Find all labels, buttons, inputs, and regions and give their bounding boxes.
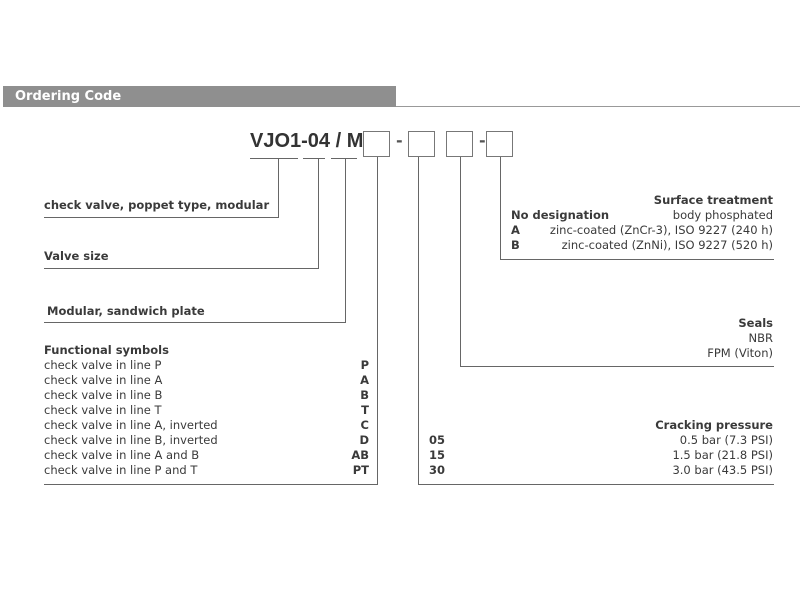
code-box-functional [363,131,390,157]
code-box-seals [446,131,473,157]
section-header: Ordering Code [3,86,396,107]
seals-title: Seals [738,316,773,330]
functional-code: AB [351,448,369,462]
modular-label: Modular, sandwich plate [47,304,205,318]
cracking-code: 05 [429,433,446,447]
surface-code: B [511,238,520,252]
surface-label: zinc-coated (ZnCr-3), ISO 9227 (240 h) [549,223,773,237]
header-rule [396,106,800,107]
order-code-prefix: VJO1-04 / M [250,130,364,152]
cracking-code: 30 [429,463,446,477]
functional-title: Functional symbols [44,343,169,357]
cracking-label: 1.5 bar (21.8 PSI) [672,448,773,462]
code-box-cracking [408,131,435,157]
code-dash: - [479,131,486,150]
seal-option: NBR [748,331,773,345]
code-dash: - [396,131,403,150]
functional-label: check valve in line P and T [44,463,198,477]
seal-option: FPM (Viton) [707,346,773,360]
functional-label: check valve in line T [44,403,162,417]
surface-label: body phosphated [672,208,773,222]
type-label: check valve, poppet type, modular [44,198,270,212]
surface-code: A [511,223,520,237]
code-box-surface [486,131,513,157]
functional-label: check valve in line A and B [44,448,200,462]
functional-code: B [360,388,369,402]
functional-code: A [360,373,369,387]
functional-label: check valve in line A [44,373,163,387]
cracking-code: 15 [429,448,446,462]
cracking-label: 3.0 bar (43.5 PSI) [672,463,773,477]
functional-code: D [359,433,369,447]
functional-code: PT [352,463,369,477]
functional-code: C [360,418,369,432]
functional-label: check valve in line B, inverted [44,433,218,447]
functional-code: P [360,358,369,372]
size-label: Valve size [44,249,109,263]
surface-label: zinc-coated (ZnNi), ISO 9227 (520 h) [561,238,773,252]
functional-label: check valve in line P [44,358,162,372]
surface-title: Surface treatment [653,193,773,207]
functional-label: check valve in line B [44,388,163,402]
surface-code: No designation [511,208,610,222]
functional-code: T [361,403,369,417]
cracking-title: Cracking pressure [655,418,773,432]
functional-label: check valve in line A, inverted [44,418,218,432]
cracking-label: 0.5 bar (7.3 PSI) [679,433,773,447]
